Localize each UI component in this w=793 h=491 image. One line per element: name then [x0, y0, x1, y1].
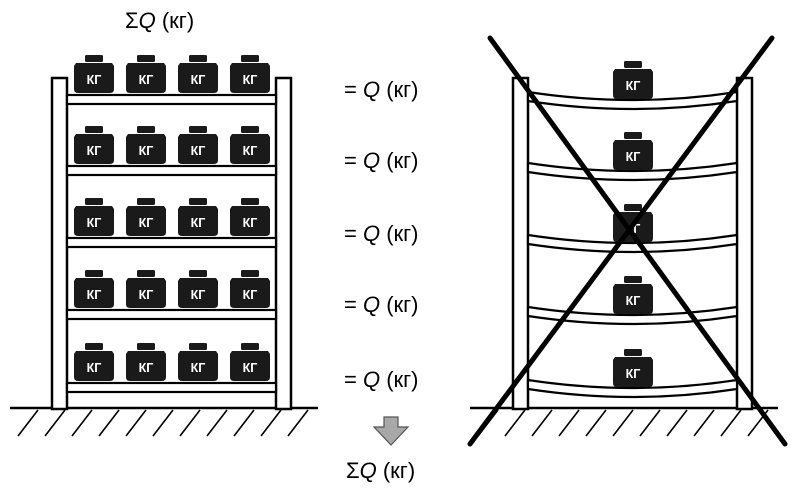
left-rack: [10, 55, 318, 437]
left-upright-right: [274, 76, 293, 411]
row-label: = Q (кг): [344, 367, 419, 392]
weight-icon: [178, 126, 218, 164]
weight-icon: [126, 270, 166, 308]
shelf-beam-sagging: [526, 90, 739, 111]
hatch-mark: [287, 409, 309, 437]
hatch-mark: [233, 409, 255, 437]
weight-icon: [230, 126, 270, 164]
row-label: = Q (кг): [344, 77, 419, 102]
weight-icon: [74, 198, 114, 236]
shelf-beam-sagging: [526, 305, 739, 326]
hatch-mark: [98, 409, 120, 437]
left-shelves: [65, 93, 278, 394]
hatch-mark: [612, 409, 634, 437]
weight-icon: [178, 343, 218, 381]
left-rack-hatching: [10, 406, 318, 437]
hatch-mark: [720, 409, 742, 437]
right-upright-left: [511, 76, 530, 411]
cross-out-icon: [467, 35, 788, 447]
hatch-mark: [71, 409, 93, 437]
shelf-beam: [65, 164, 278, 177]
weight-icon: [613, 349, 653, 387]
shelf-beam-sagging: [526, 378, 739, 399]
sum-sign: Σ: [125, 8, 139, 33]
hatch-mark: [152, 409, 174, 437]
row-label: = Q (кг): [344, 148, 419, 173]
bottom-total-label: ΣQ (кг): [346, 460, 415, 482]
top-total-label: ΣQ (кг): [125, 10, 194, 32]
weight-icon: [230, 55, 270, 93]
weight-icon: [613, 61, 653, 99]
hatch-mark: [639, 409, 661, 437]
hatch-mark: [531, 409, 553, 437]
right-upright-right: [735, 76, 754, 411]
row-label: = Q (кг): [344, 221, 419, 246]
weight-icon: [613, 276, 653, 314]
unit-label: (кг): [376, 458, 416, 483]
shelf-beam-sagging: [526, 233, 739, 254]
hatch-mark: [44, 409, 66, 437]
weight-icon: [230, 270, 270, 308]
hatch-mark: [125, 409, 147, 437]
shelf-beam: [65, 381, 278, 394]
hatch-mark: [585, 409, 607, 437]
hatch-mark: [558, 409, 580, 437]
down-arrow-icon: [372, 416, 410, 446]
weight-icon: [126, 198, 166, 236]
hatch-mark: [693, 409, 715, 437]
right-shelves: [526, 90, 739, 399]
q-symbol: Q: [138, 8, 156, 33]
hatch-mark: [666, 409, 688, 437]
weight-icon: [613, 132, 653, 170]
weight-icon: [178, 270, 218, 308]
hatch-mark: [17, 409, 39, 437]
weight-icon: [74, 343, 114, 381]
weight-icon: [230, 343, 270, 381]
weight-icon: [74, 55, 114, 93]
right-rack: [467, 35, 788, 447]
weight-icon: [74, 270, 114, 308]
weight-icon: [230, 198, 270, 236]
shelf-beam: [65, 236, 278, 249]
hatch-mark: [179, 409, 201, 437]
shelf-beam: [65, 308, 278, 321]
weight-icon: [126, 126, 166, 164]
weight-icon: [74, 126, 114, 164]
row-label: = Q (кг): [344, 292, 419, 317]
weight-icon: [126, 55, 166, 93]
weight-icon: [178, 55, 218, 93]
hatch-mark: [504, 409, 526, 437]
shelf-beam: [65, 93, 278, 106]
unit-label: (кг): [155, 8, 195, 33]
q-symbol: Q: [359, 458, 377, 483]
hatch-mark: [260, 409, 282, 437]
weight-icon: [178, 198, 218, 236]
sum-sign: Σ: [346, 458, 360, 483]
shelf-beam-sagging: [526, 161, 739, 182]
hatch-mark: [206, 409, 228, 437]
right-rack-hatching: [470, 406, 778, 437]
weight-icon: [126, 343, 166, 381]
left-upright-left: [50, 76, 69, 411]
